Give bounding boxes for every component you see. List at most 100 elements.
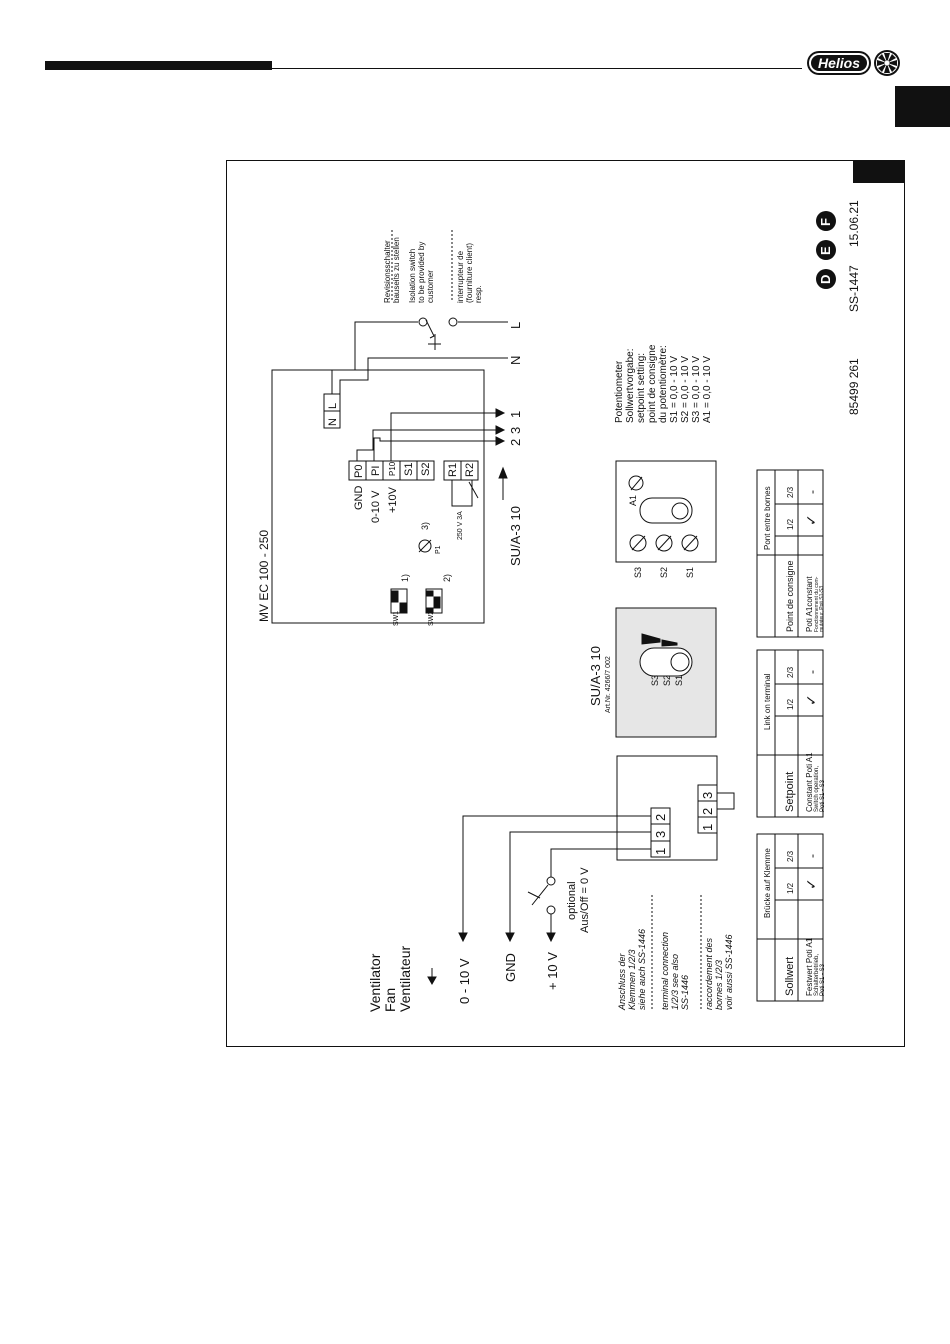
- terminal-n: N: [327, 418, 339, 426]
- terminal-p10: P10: [388, 461, 397, 476]
- suffix-label: SU/A-3 10: [508, 506, 523, 566]
- fan-terminal-b1: 1: [700, 824, 715, 831]
- table-de-mark: -: [805, 854, 819, 858]
- label-gnd: GND: [353, 486, 365, 511]
- note-2: 2): [442, 574, 452, 582]
- fan-label: Ventilator Fan Ventilateur: [367, 946, 413, 1012]
- terminal-s2: S2: [420, 463, 432, 476]
- pot-knob-s2: S2: [659, 567, 669, 578]
- table-fr-title: Point de consigne: [785, 560, 795, 632]
- table-fr-row1: Poti A1constant: [805, 576, 814, 632]
- terminal-p0: P0: [353, 465, 365, 478]
- out-plus10v: + 10 V: [545, 952, 560, 990]
- potentiometer-box: [615, 460, 717, 563]
- terminal-l: L: [327, 403, 339, 409]
- terminal-pi: PI: [370, 466, 382, 476]
- table-de-col2: 2/3: [786, 850, 795, 862]
- table-fr-mark: -: [805, 490, 819, 494]
- table-en-mark: ✓: [803, 694, 819, 706]
- pot-knob-s3: S3: [633, 567, 643, 578]
- off-label: Aus/Off = 0 V: [579, 867, 591, 933]
- table-fr-mark: ✓: [803, 514, 819, 526]
- table-en-col1: 1/2: [786, 698, 795, 710]
- knob-s3: [629, 534, 647, 552]
- terminal-r2: R2: [464, 463, 476, 477]
- corner-marker: [853, 160, 905, 183]
- fan-terminal-3: 3: [653, 831, 668, 838]
- brand-text: Helios: [818, 55, 860, 71]
- knob-a1: [628, 475, 644, 491]
- table-en-row2: Switch operation,Poti S1 - S3: [814, 766, 826, 812]
- header-rule: [272, 68, 802, 69]
- mv-ec-box: [271, 369, 485, 624]
- sua-pos-s2: S2: [662, 675, 672, 686]
- relay-rating: 250 V 3A: [457, 511, 464, 540]
- note-en: terminal connection1/2/3 see alsoSS-1446: [660, 932, 690, 1010]
- table-fr: [756, 469, 824, 638]
- sua-pos-s3: S3: [650, 675, 660, 686]
- table-en-title: Setpoint: [784, 772, 796, 812]
- table-en-mark: -: [805, 670, 819, 674]
- isolation-fr: interrupteur de(fourniture client)resp.: [456, 243, 483, 303]
- sua-art-number: Art.Nr. 4266/7 002: [605, 656, 612, 713]
- helios-logo: Helios: [806, 48, 902, 78]
- out-gnd: GND: [503, 953, 518, 982]
- terminal-r1: R1: [447, 463, 459, 477]
- mains-l: L: [508, 322, 523, 329]
- isolation-de: Revisionsschalterbauseits zu stellen: [383, 237, 401, 303]
- sw1-dip-switch: [390, 588, 408, 614]
- note-1: 1): [400, 574, 410, 582]
- doc-date: 15.06.21: [847, 200, 861, 247]
- knob-s2: [655, 534, 673, 552]
- note-3: 3): [420, 522, 430, 530]
- table-de: [756, 833, 824, 1002]
- note-de: Anschluss derKlemmen 1/2/3siehe auch SS-…: [617, 929, 647, 1011]
- pot-knob-s1: S1: [685, 567, 695, 578]
- label-plus10v: +10V: [387, 486, 399, 513]
- sw2-label: SW2: [428, 611, 435, 626]
- section-tab: [895, 86, 950, 127]
- mains-n: N: [508, 356, 523, 365]
- pot-p1-label: P1: [435, 545, 442, 554]
- table-de-row2: Schalterbetrieb,Poti S1 - S3: [814, 954, 826, 996]
- table-de-col1: 1/2: [786, 882, 795, 894]
- label-0-10v: 0-10 V: [370, 490, 382, 523]
- fan-icon: [874, 50, 900, 76]
- output-1: 1: [508, 411, 523, 418]
- sua-title: SU/A-3 10: [588, 646, 603, 706]
- header-bar: [45, 61, 272, 70]
- output-3: 3: [508, 427, 523, 434]
- pot-knob-a1: A1: [628, 495, 638, 506]
- output-2: 2: [508, 439, 523, 446]
- table-fr-col2: 2/3: [786, 486, 795, 498]
- out-0-10v: 0 - 10 V: [457, 958, 472, 1004]
- knob-s1: [681, 534, 699, 552]
- fan-terminal-2: 2: [653, 814, 668, 821]
- fan-terminal-b3: 3: [700, 792, 715, 799]
- table-fr-row2: Fonctionnement du com-mutateur, Poti S1-…: [814, 576, 825, 632]
- article-number: 85499 261: [847, 358, 861, 415]
- note-fr: raccordement desbornes 1/2/3voir aussi S…: [704, 934, 734, 1010]
- language-badges: [816, 211, 836, 289]
- sua-pos-s1: S1: [674, 675, 684, 686]
- optional-label: optional: [566, 881, 578, 920]
- table-fr-col1: 1/2: [786, 518, 795, 530]
- sw2-dip-switch: [425, 588, 443, 614]
- diagram-frame: [226, 160, 905, 1047]
- doc-number: SS-1447: [847, 265, 861, 312]
- table-de-header: Brücke auf Klemme: [763, 848, 772, 918]
- table-en-col2: 2/3: [786, 666, 795, 678]
- table-de-mark: ✓: [803, 878, 819, 890]
- lang-d: D: [818, 275, 833, 284]
- fan-terminal-1: 1: [653, 848, 668, 855]
- table-fr-header: Pont entre bornes: [763, 486, 772, 550]
- lang-f: F: [818, 218, 833, 226]
- table-de-row1: Festwert Poti A1: [805, 937, 814, 996]
- potentiometer-notes: Potentiometer Sollwertvorgabe: setpoint …: [614, 342, 713, 423]
- table-en: [756, 649, 824, 818]
- table-en-header: Link on terminal: [763, 673, 772, 730]
- terminal-s1: S1: [403, 463, 415, 476]
- table-de-title: Sollwert: [784, 957, 796, 996]
- lang-e: E: [818, 246, 833, 255]
